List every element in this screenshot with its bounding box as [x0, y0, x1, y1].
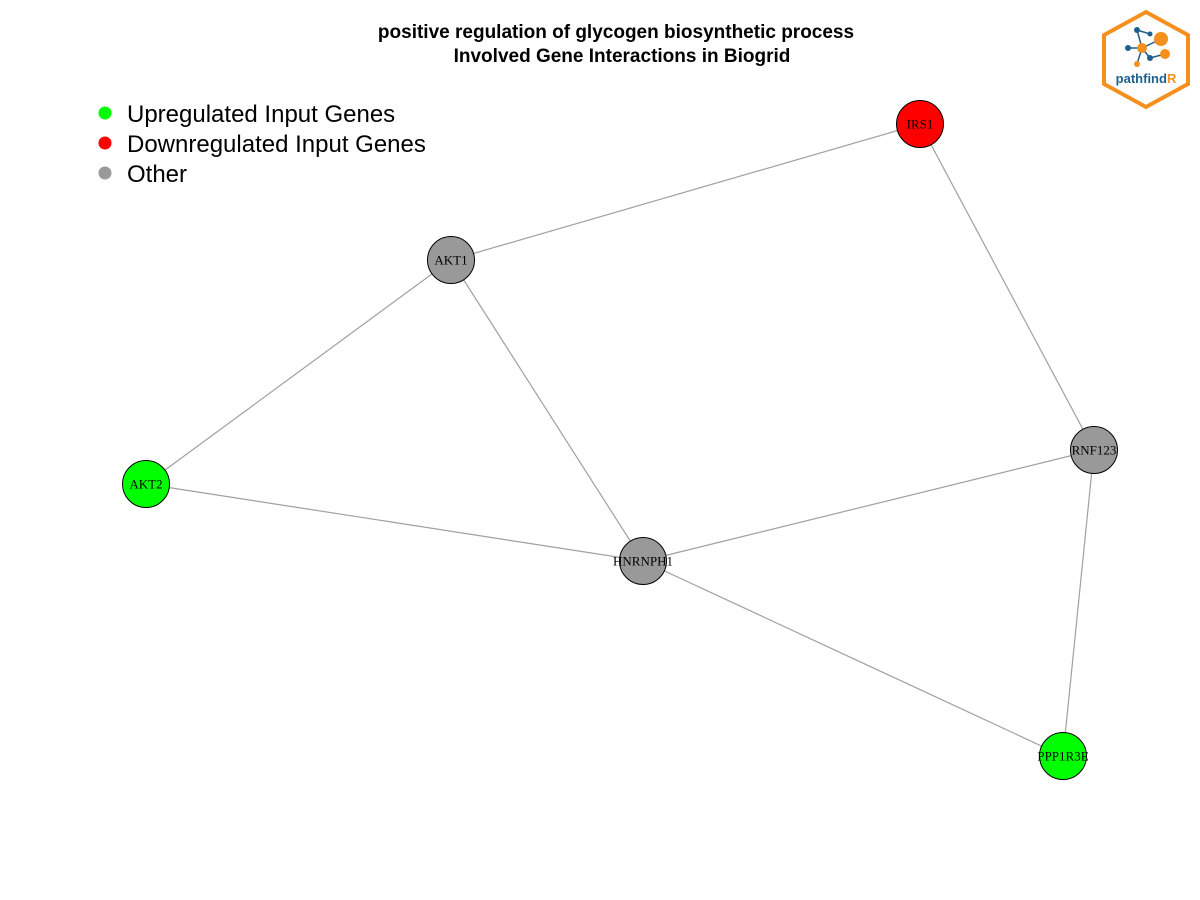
node-circle-akt1 [427, 236, 475, 284]
legend-dot-upregulated [98, 106, 112, 120]
edge-akt1-akt2 [145, 259, 452, 485]
node-circle-hnrnph1 [619, 537, 667, 585]
logo-text-main: pathfind [1116, 71, 1167, 86]
node-label-rnf123: RNF123 [1072, 443, 1117, 458]
node-label-ppp1r3e: PPP1R3E [1037, 749, 1088, 764]
edge-akt1-hnrnph1 [450, 259, 644, 562]
legend-label-other: Other [127, 161, 187, 188]
diagram-title-line1: positive regulation of glycogen biosynth… [378, 22, 854, 43]
edge-irs1-akt1 [450, 123, 921, 261]
logo-hexagon-icon [1102, 9, 1190, 110]
node-circle-irs1 [896, 100, 944, 148]
edges-layer [145, 123, 1095, 757]
edge-irs1-rnf123 [919, 123, 1095, 451]
edge-hnrnph1-ppp1r3e [642, 560, 1064, 757]
logo-text-accent: R [1167, 71, 1177, 86]
edge-akt2-hnrnph1 [145, 483, 644, 562]
node-akt2: AKT2 [122, 460, 170, 508]
node-circle-rnf123 [1070, 426, 1118, 474]
node-circle-ppp1r3e [1039, 732, 1087, 780]
node-ppp1r3e: PPP1R3E [1037, 732, 1089, 780]
node-akt1: AKT1 [427, 236, 475, 284]
node-label-akt2: AKT2 [129, 477, 162, 492]
logo-text: pathfindR [1116, 71, 1177, 86]
node-label-akt1: AKT1 [434, 253, 467, 268]
legend-dot-other [98, 166, 112, 180]
node-hnrnph1: HNRNPH1 [613, 537, 673, 585]
node-label-hnrnph1: HNRNPH1 [613, 554, 673, 569]
legend: Upregulated Input Genes Downregulated In… [98, 101, 426, 188]
edge-hnrnph1-rnf123 [642, 449, 1095, 562]
pathfindr-logo: pathfindR [1102, 9, 1190, 110]
legend-label-upregulated: Upregulated Input Genes [127, 101, 395, 128]
node-circle-akt2 [122, 460, 170, 508]
node-rnf123: RNF123 [1070, 426, 1118, 474]
logo-dots-icon [1125, 27, 1170, 67]
legend-label-downregulated: Downregulated Input Genes [127, 131, 426, 158]
edge-rnf123-ppp1r3e [1062, 449, 1095, 757]
node-label-irs1: IRS1 [907, 117, 934, 132]
diagram-title-line2: Involved Gene Interactions in Biogrid [454, 46, 791, 67]
legend-dot-downregulated [98, 136, 112, 150]
node-irs1: IRS1 [896, 100, 944, 148]
